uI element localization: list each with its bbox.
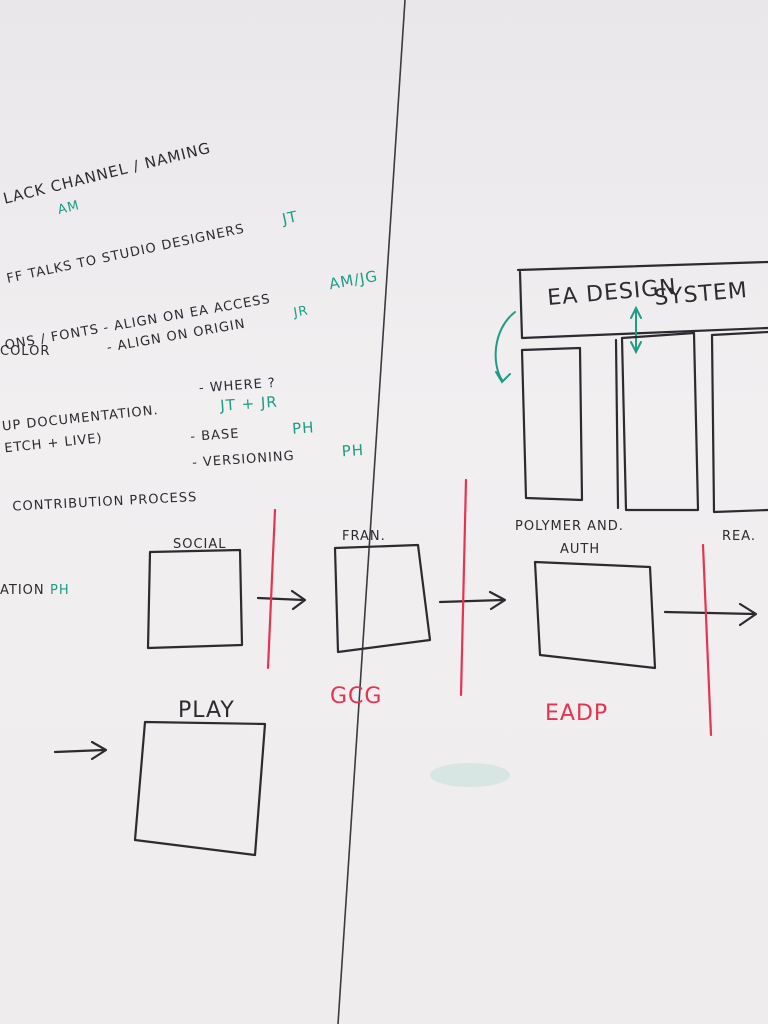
red-divider-1 xyxy=(266,508,277,670)
label-social: SOCIAL xyxy=(173,537,227,552)
system-column-2 xyxy=(614,331,700,512)
arrow-play xyxy=(53,740,108,761)
note-versioning-owner: PH xyxy=(341,441,365,461)
note-studio-owner: JT xyxy=(280,207,300,228)
panel-seam xyxy=(337,0,406,1024)
ink-smudge xyxy=(430,763,510,787)
label-auth: AUTH xyxy=(560,542,600,557)
box-play xyxy=(133,720,267,857)
note-documentation: UP DOCUMENTATION. xyxy=(1,403,159,434)
note-color: COLOR xyxy=(0,344,50,359)
teal-arrow-double xyxy=(630,305,642,355)
note-ation-owner: PH xyxy=(50,583,70,598)
note-slack-owner: AM xyxy=(56,198,81,218)
note-slack-channel: LACK CHANNEL / NAMING xyxy=(1,139,212,208)
tag-eadp: EADP xyxy=(545,701,608,726)
note-studio-talks: FF TALKS TO STUDIO DESIGNERS xyxy=(5,222,246,287)
arrow-polymer xyxy=(663,602,758,627)
box-fran xyxy=(333,543,432,654)
note-align-origin-owner: JR xyxy=(291,303,309,321)
note-sketch-live: ETCH + LIVE) xyxy=(4,431,104,456)
system-header-box xyxy=(516,260,768,340)
box-polymer xyxy=(533,560,657,670)
note-base: - BASE xyxy=(190,427,240,445)
system-column-3 xyxy=(710,330,768,514)
label-play: PLAY xyxy=(178,698,235,723)
note-align-access-owner: AM/JG xyxy=(328,267,380,293)
system-column-1 xyxy=(520,346,584,502)
note-contribution-process: CONTRIBUTION PROCESS xyxy=(12,490,198,515)
note-where: - WHERE ? xyxy=(199,376,277,396)
tag-gcg: GCG xyxy=(330,684,382,709)
red-divider-2 xyxy=(459,478,468,697)
note-versioning: - VERSIONING xyxy=(192,449,295,471)
note-ation: ATION xyxy=(0,583,45,598)
red-divider-3 xyxy=(701,543,713,737)
note-base-owner: PH xyxy=(291,418,315,438)
arrow-fran xyxy=(438,590,507,611)
note-where-owner: JT + JR xyxy=(219,393,279,415)
label-rea: REA. xyxy=(722,529,756,544)
label-fran: FRAN. xyxy=(342,529,386,544)
box-social xyxy=(146,548,244,650)
arrow-social xyxy=(256,589,307,611)
teal-arrow-left xyxy=(494,311,516,384)
label-polymer: POLYMER AND. xyxy=(515,519,624,534)
